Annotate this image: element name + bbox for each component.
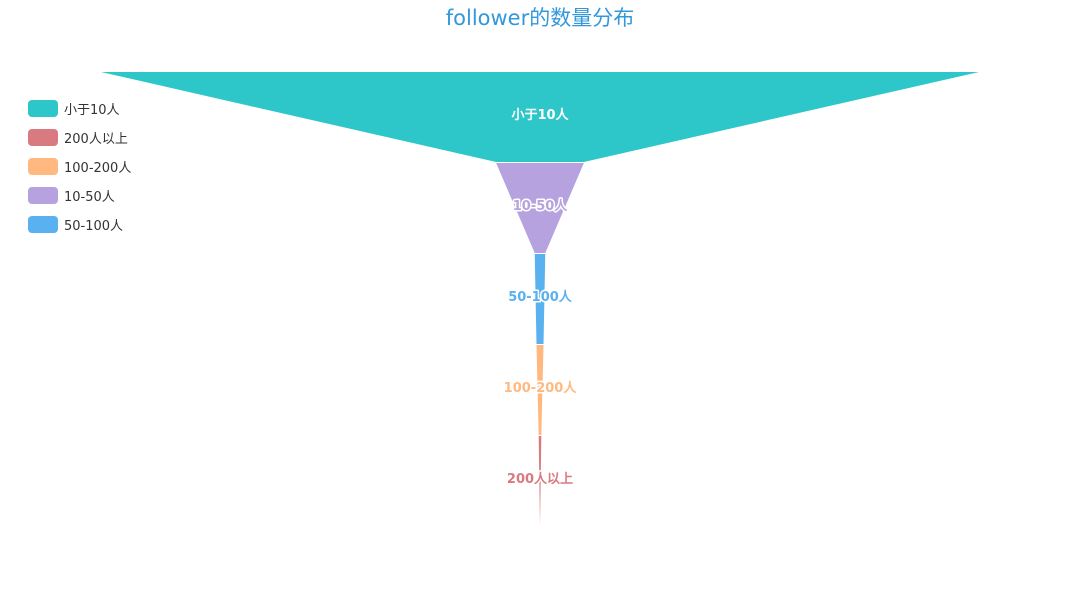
legend-label: 100-200人 — [64, 161, 132, 176]
legend-swatch — [28, 129, 58, 146]
legend: 小于10人 200人以上 100-200人 10-50人 50-100人 — [28, 94, 131, 239]
chart-title: follower的数量分布 — [445, 6, 635, 30]
funnel-segment-label: 小于10人 — [511, 107, 569, 123]
legend-label: 小于10人 — [64, 103, 120, 118]
legend-item-100-200[interactable]: 100-200人 — [28, 152, 131, 181]
legend-swatch — [28, 100, 58, 117]
funnel-segment-label: 200人以上 — [507, 471, 573, 487]
legend-swatch — [28, 158, 58, 175]
funnel-segment[interactable] — [534, 254, 546, 344]
funnel-segment[interactable] — [496, 163, 584, 253]
legend-item-10-50[interactable]: 10-50人 — [28, 181, 131, 210]
legend-item-lt10[interactable]: 小于10人 — [28, 94, 131, 123]
legend-label: 200人以上 — [64, 132, 128, 147]
legend-swatch — [28, 187, 58, 204]
funnel-segment[interactable] — [536, 345, 544, 435]
legend-item-50-100[interactable]: 50-100人 — [28, 210, 131, 239]
legend-label: 50-100人 — [64, 219, 124, 234]
funnel-segment-label: 10-50人 — [513, 198, 569, 214]
funnel-segment[interactable] — [538, 436, 542, 526]
legend-swatch — [28, 216, 58, 233]
legend-label: 10-50人 — [64, 190, 115, 205]
funnel-segment-label: 50-100人 — [508, 289, 573, 305]
funnel-segment-label: 100-200人 — [504, 380, 578, 396]
legend-item-gt200[interactable]: 200人以上 — [28, 123, 131, 152]
funnel-segment[interactable] — [101, 72, 979, 162]
